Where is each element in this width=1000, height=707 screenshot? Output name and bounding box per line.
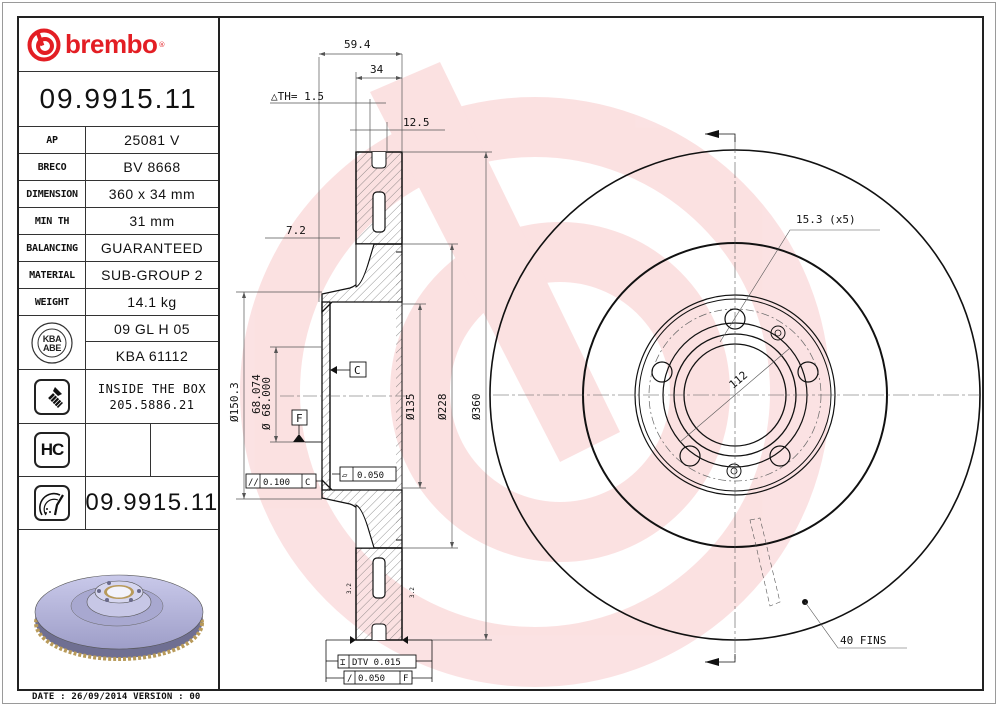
- spec-label: MIN TH: [19, 208, 86, 234]
- brembo-logo-icon: [27, 28, 61, 61]
- spec-value: 25081 V: [124, 132, 180, 148]
- dim-delta-th: △TH= 1.5: [271, 90, 324, 103]
- spec-row-ap: AP 25081 V: [19, 127, 218, 154]
- dim-overall-width: 59.4: [344, 38, 371, 51]
- roughness-left: 3.2: [346, 583, 353, 594]
- dim-hat-diameter: Ø150.3: [228, 382, 241, 422]
- drawing-frame: 59.4 34 △TH= 1.5 12.5 7.2 Ø150.3 68.074 …: [219, 16, 984, 691]
- hc-row: HC: [19, 424, 218, 477]
- product-image: [19, 530, 218, 689]
- spec-value: 14.1 kg: [127, 294, 177, 310]
- inside-box-row: INSIDE THE BOX 205.5886.21: [19, 370, 218, 424]
- runout-datum: F: [403, 674, 408, 684]
- spec-label: BALANCING: [19, 235, 86, 261]
- spec-row-dimension: DIMENSION 360 x 34 mm: [19, 181, 218, 208]
- hc-cell: HC: [19, 424, 86, 476]
- dim-dia-360: Ø360: [470, 394, 483, 421]
- inside-box-part: 205.5886.21: [109, 397, 195, 412]
- spec-value: BV 8668: [123, 159, 181, 175]
- datum-c-label: C: [354, 364, 361, 377]
- spec-label: MATERIAL: [19, 262, 86, 288]
- dim-dia-135: Ø135: [404, 394, 417, 421]
- spec-label: AP: [19, 127, 86, 153]
- disc-row-part-number: 09.9915.11: [85, 489, 219, 516]
- approval-code-2: KBA 61112: [115, 348, 189, 364]
- spec-value: SUB-GROUP 2: [101, 267, 203, 283]
- kba-abe-seal-icon: KBA ABE: [31, 321, 73, 364]
- spec-value: GUARANTEED: [100, 240, 204, 256]
- roughness-right: 3.2: [409, 587, 416, 598]
- spec-row-weight: WEIGHT 14.1 kg: [19, 289, 218, 316]
- dtv-value: DTV 0.015: [352, 658, 401, 668]
- dim-dia-228: Ø228: [436, 394, 449, 421]
- brake-disc-3d-render: [34, 574, 204, 661]
- flatness-symbol: ▱: [342, 471, 348, 481]
- spec-label: DIMENSION: [19, 181, 86, 207]
- dim-bore-max: 68.074: [250, 374, 263, 414]
- svg-text:KBA: KBA: [43, 334, 62, 344]
- dtv-symbol: ⌶: [340, 658, 346, 668]
- section-view: [236, 52, 492, 685]
- flatness-value: 0.050: [357, 471, 384, 481]
- parallelism-datum: C: [305, 478, 310, 488]
- dim-thickness: 34: [370, 63, 384, 76]
- spec-value: 31 mm: [129, 213, 175, 229]
- spec-row-balancing: BALANCING GUARANTEED: [19, 235, 218, 262]
- spec-row-min-th: MIN TH 31 mm: [19, 208, 218, 235]
- spec-row-material: MATERIAL SUB-GROUP 2: [19, 262, 218, 289]
- pcd-label: 112: [727, 369, 751, 392]
- date-version: DATE : 26/09/2014 VERSION : 00: [32, 692, 201, 702]
- runout-value: 0.050: [358, 674, 385, 684]
- registered-mark: ®: [158, 40, 166, 49]
- disc-icon-row: 09.9915.11: [19, 477, 218, 530]
- section-dimension-labels: 59.4 34 △TH= 1.5 12.5 7.2 Ø150.3 68.074 …: [228, 38, 483, 684]
- brand-name: brembo: [65, 29, 158, 59]
- disc-caliper-icon: [34, 485, 70, 521]
- fins-callout: 40 FINS: [840, 634, 886, 647]
- technical-drawing: 59.4 34 △TH= 1.5 12.5 7.2 Ø150.3 68.074 …: [228, 38, 981, 687]
- info-table: brembo® 09.9915.11 AP 25081 V BRECO BV 8…: [17, 16, 220, 691]
- disc-icon-cell: [19, 477, 86, 529]
- part-number-row: 09.9915.11: [19, 72, 218, 127]
- bolt-screw-icon: [34, 378, 70, 415]
- hc-badge-icon: HC: [34, 432, 70, 468]
- hc-empty-cell-1: [86, 424, 151, 476]
- dim-friction-ring: 12.5: [403, 116, 430, 129]
- spec-row-breco: BRECO BV 8668: [19, 154, 218, 181]
- kba-seal-cell: KBA ABE: [19, 316, 86, 369]
- inside-box-line1: INSIDE THE BOX: [97, 381, 207, 396]
- inside-box-text: INSIDE THE BOX 205.5886.21: [86, 370, 218, 423]
- spec-value: 360 x 34 mm: [108, 186, 196, 202]
- bolt-hole-callout: 15.3 (x5): [796, 213, 856, 226]
- approval-code-1: 09 GL H 05: [86, 316, 218, 342]
- spec-label: WEIGHT: [19, 289, 86, 315]
- parallelism-symbol: //: [248, 478, 259, 488]
- dim-bore-min: Ø 68.000: [260, 377, 273, 430]
- parallelism-value: 0.100: [263, 478, 290, 488]
- approval-row: KBA ABE 09 GL H 05 KBA 61112: [19, 316, 218, 370]
- bolt-cell: [19, 370, 86, 423]
- runout-symbol: /: [347, 674, 352, 684]
- svg-text:ABE: ABE: [43, 343, 61, 353]
- datum-f-label: F: [296, 412, 303, 425]
- spec-label: BRECO: [19, 154, 86, 180]
- brembo-watermark: [240, 62, 830, 687]
- dim-hat-offset: 7.2: [286, 224, 306, 237]
- part-number: 09.9915.11: [39, 83, 198, 114]
- front-view: [489, 130, 981, 666]
- brand-logo-row: brembo®: [19, 18, 218, 72]
